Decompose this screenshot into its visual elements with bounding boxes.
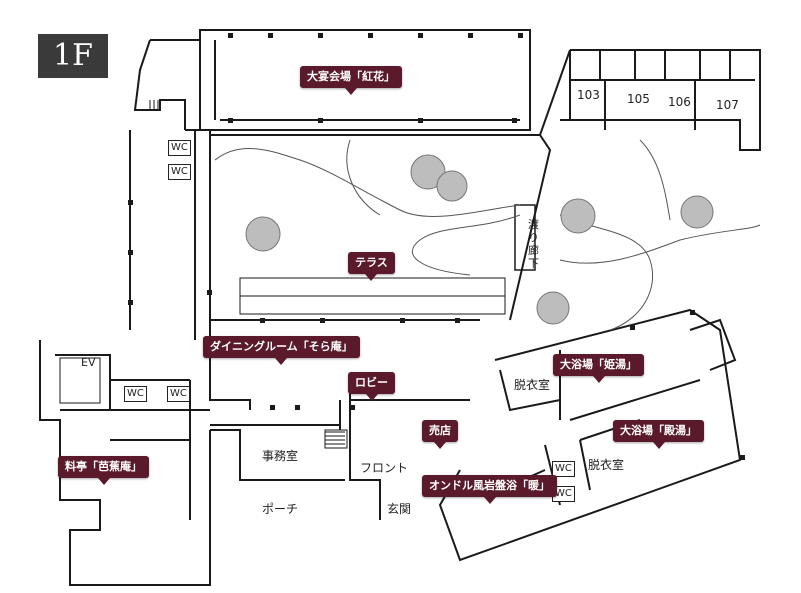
wc-label: WC bbox=[168, 140, 191, 156]
room-106: 106 bbox=[668, 95, 691, 109]
callout-bath-hime[interactable]: 大浴場「姫湯」 bbox=[553, 354, 644, 383]
callout-banquet-hall[interactable]: 大宴会場「紅花」 bbox=[300, 66, 402, 95]
changing-room-label: 脱衣室 bbox=[514, 378, 551, 392]
callout-bath-tono[interactable]: 大浴場「殿湯」 bbox=[613, 420, 704, 449]
callout-shop[interactable]: 売店 bbox=[422, 420, 458, 449]
room-107: 107 bbox=[716, 98, 739, 112]
elevator-label: EV bbox=[81, 356, 96, 369]
wc-label: WC bbox=[552, 486, 575, 502]
wc-label: WC bbox=[168, 164, 191, 180]
tree-icon bbox=[410, 154, 446, 190]
tree-icon bbox=[436, 170, 468, 202]
corridor-label: 渡り廊下 bbox=[528, 218, 539, 270]
entrance-label: 玄関 bbox=[387, 502, 412, 516]
tree-icon bbox=[560, 198, 596, 234]
floor-indicator: 1F bbox=[38, 34, 108, 78]
porch-label: ポーチ bbox=[262, 502, 299, 516]
banquet-hall-wall bbox=[150, 29, 531, 131]
callout-dining-room[interactable]: ダイニングルーム「そら庵」 bbox=[203, 336, 360, 365]
room-105: 105 bbox=[627, 92, 650, 106]
callout-ondol-bath[interactable]: オンドル風岩盤浴「暖」 bbox=[422, 475, 557, 504]
wc-label: WC bbox=[167, 386, 190, 402]
tree-icon bbox=[680, 195, 714, 229]
wc-label: WC bbox=[124, 386, 147, 402]
callout-lobby[interactable]: ロビー bbox=[348, 372, 395, 401]
tree-icon bbox=[245, 216, 281, 252]
office-label: 事務室 bbox=[262, 449, 299, 463]
changing-room-label: 脱衣室 bbox=[588, 458, 625, 472]
front-desk-label: フロント bbox=[360, 461, 409, 475]
callout-terrace[interactable]: テラス bbox=[348, 252, 395, 281]
callout-ryotei[interactable]: 料亭「芭蕉庵」 bbox=[58, 456, 149, 485]
wc-label: WC bbox=[552, 461, 575, 477]
room-103: 103 bbox=[577, 88, 600, 102]
tree-icon bbox=[536, 291, 570, 325]
